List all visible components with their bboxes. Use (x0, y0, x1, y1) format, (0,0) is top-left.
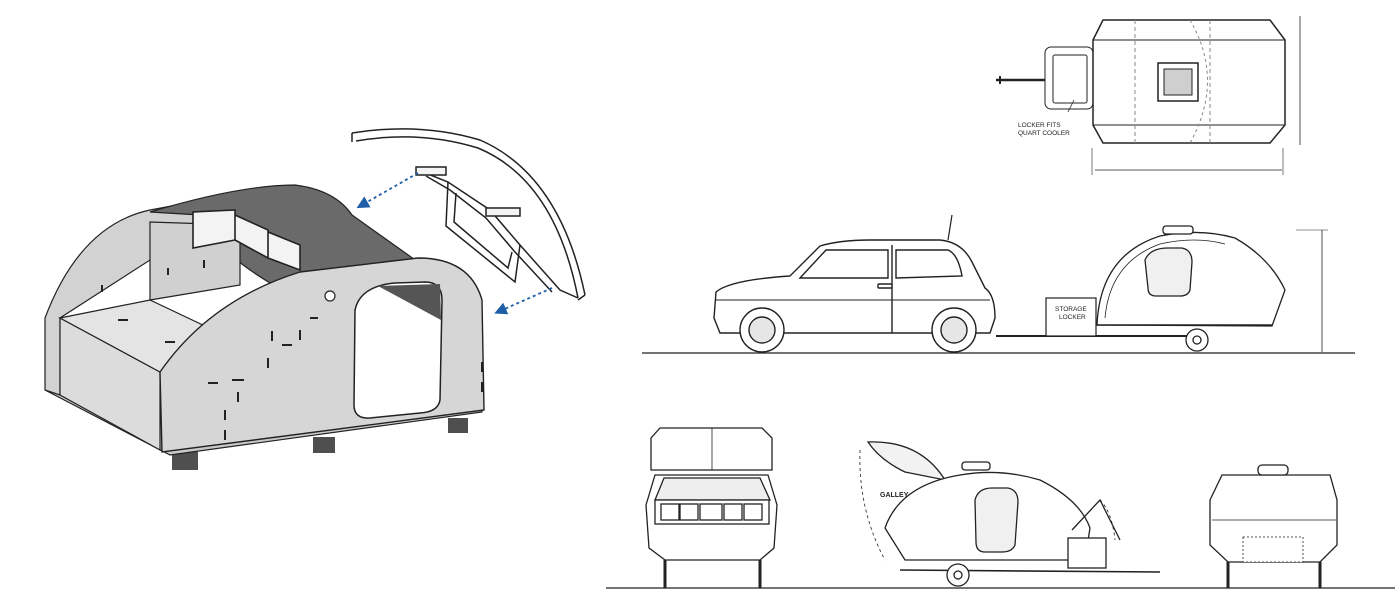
rear-view-closed (1209, 464, 1338, 588)
rear-hatch-frame (351, 128, 586, 301)
plan-view (996, 16, 1301, 175)
panel-slots (101, 260, 483, 440)
side-view-towing: STORAGE LOCKER (642, 214, 1355, 354)
galley-view-wheel (946, 563, 970, 587)
tow-car (713, 214, 996, 353)
isometric-assembly-view (44, 128, 586, 470)
support-block (313, 437, 335, 453)
support-block (448, 418, 468, 433)
vent-hole (324, 290, 336, 302)
explode-arrow-lower (494, 287, 553, 315)
locker-note-line2: QUART COOLER (1018, 130, 1070, 137)
support-block (172, 452, 198, 470)
storage-locker (1045, 297, 1097, 337)
side-view-galley-open (859, 441, 1161, 587)
door-opening (353, 281, 443, 419)
trailer-side (1096, 225, 1286, 352)
locker-note-line1: LOCKER FITS (1018, 122, 1061, 129)
explode-arrow-upper (356, 172, 419, 209)
plan-roof-vent (1157, 62, 1199, 102)
door-shadow (378, 284, 441, 320)
storage-label-line2: LOCKER (1059, 314, 1086, 321)
plan-storage-locker (1044, 46, 1094, 110)
rear-view-hatch-open (645, 427, 778, 588)
trailer-wheel (1185, 328, 1209, 352)
storage-label-line1: STORAGE (1055, 306, 1087, 313)
cabinet-frame (192, 209, 301, 272)
galley-label: GALLEY (880, 492, 909, 499)
galley-box (1067, 537, 1107, 569)
